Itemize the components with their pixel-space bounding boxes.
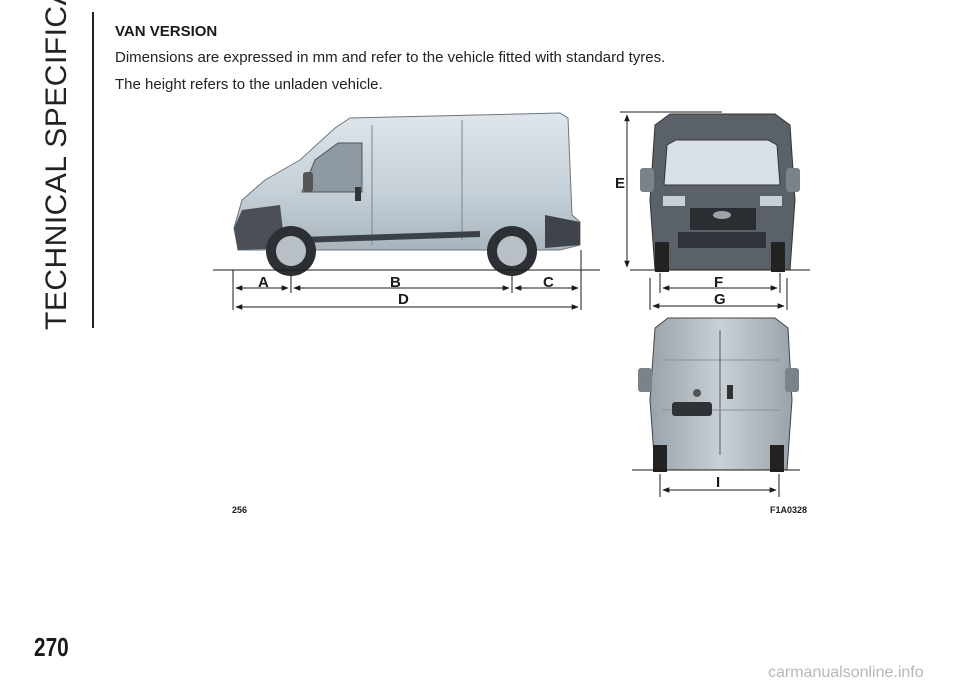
figure-code: F1A0328: [770, 505, 808, 515]
dimension-label-c: C: [543, 274, 554, 291]
dimension-label-d: D: [398, 291, 409, 308]
dimension-label-a: A: [258, 274, 269, 291]
side-view-van: [233, 112, 581, 276]
rear-view-van: [638, 317, 799, 472]
section-divider: [92, 12, 94, 328]
page-number: 270: [34, 632, 69, 662]
height-note-paragraph: The height refers to the unladen vehicle…: [115, 76, 383, 93]
description-paragraph: Dimensions are expressed in mm and refer…: [115, 49, 666, 66]
front-dimension-lines: [620, 111, 810, 310]
dimension-label-g: G: [714, 291, 726, 308]
figure-number: 256: [232, 505, 248, 515]
dimension-label-i: I: [716, 474, 720, 491]
page-heading: VAN VERSION: [115, 23, 218, 40]
watermark: carmanualsonline.info: [768, 664, 924, 681]
rear-dimension-lines: [632, 469, 800, 497]
dimension-label-f: F: [714, 274, 723, 291]
dimension-label-b: B: [390, 274, 401, 291]
side-dimension-lines: [213, 250, 600, 310]
dimension-label-e: E: [615, 175, 625, 192]
front-view-van: [640, 113, 800, 272]
